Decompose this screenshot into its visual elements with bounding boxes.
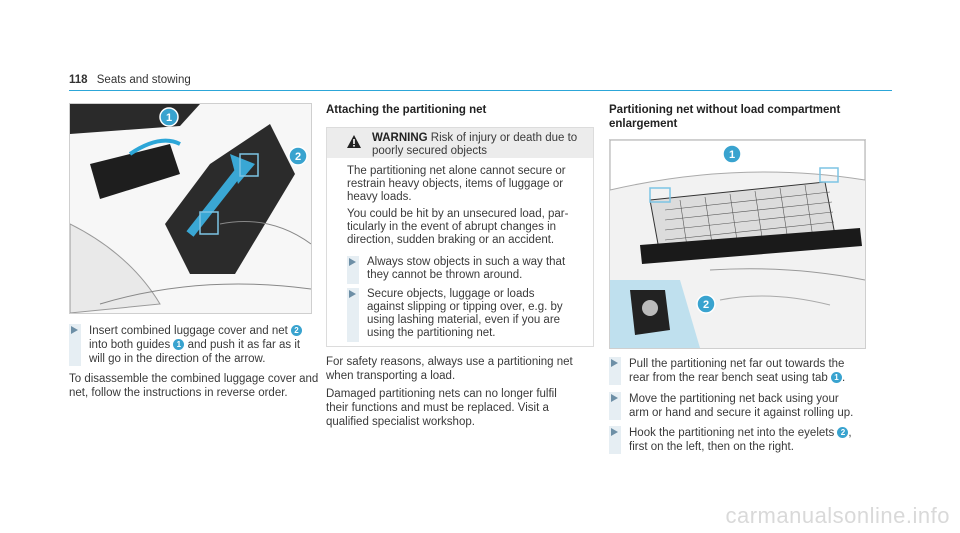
step-text: Always stow objects in such a way that <box>367 256 566 268</box>
step-text: . <box>842 372 846 384</box>
paragraph-line: net, follow the instructions in reverse … <box>69 387 288 399</box>
header-rule <box>69 90 892 91</box>
step-text: Secure objects, luggage or loads <box>367 288 535 300</box>
callout-1: 1 <box>729 149 735 161</box>
right-step-2: Move the partitioning net back using you… <box>609 392 889 420</box>
page-header: 118 Seats and stowing <box>69 74 191 86</box>
warning-body: The partitioning net alone cannot secure… <box>347 165 587 247</box>
step-arrow-icon <box>349 290 356 298</box>
badge-1: 1 <box>173 339 185 351</box>
warning-line: direction, sudden braking or an accident… <box>347 234 555 246</box>
step-text: using lashing material, even if you are <box>367 314 561 326</box>
step-bar <box>69 324 81 366</box>
paragraph-line: For safety reasons, always use a partiti… <box>326 356 573 368</box>
callout-1: 1 <box>166 112 172 124</box>
warning-box: WARNING Risk of injury or death due to p… <box>326 127 594 347</box>
warning-label: WARNING <box>372 132 428 144</box>
paragraph-line: qualified specialist workshop. <box>326 416 475 428</box>
luggage-cover-illustration: 1 2 <box>70 104 311 313</box>
step-text: rear from the rear bench seat using tab <box>629 372 828 384</box>
callout-2: 2 <box>703 299 709 311</box>
badge-1: 1 <box>831 372 843 384</box>
step-text: they cannot be thrown around. <box>367 269 523 281</box>
step-arrow-icon <box>71 326 78 334</box>
warning-line: ticularly in the event of abrupt changes… <box>347 221 557 233</box>
badge-2: 2 <box>837 427 849 439</box>
callout-2: 2 <box>295 151 301 163</box>
left-step: Insert combined luggage cover and net 2 … <box>69 324 329 366</box>
badge-2: 2 <box>291 325 303 337</box>
heading-line: Partitioning net without load compartmen… <box>609 104 841 116</box>
step-text: using the partitioning net. <box>367 327 496 339</box>
step-arrow-icon <box>611 394 618 402</box>
paragraph-line: their functions and must be replaced. Vi… <box>326 402 549 414</box>
right-step-3: Hook the partitioning net into the eyele… <box>609 426 889 454</box>
partitioning-net-illustration: 1 2 <box>610 140 865 348</box>
step-arrow-icon <box>349 258 356 266</box>
partitioning-net-figure: 1 2 <box>609 139 866 349</box>
step-text: , <box>848 427 852 439</box>
warning-line: The partitioning net alone cannot secure… <box>347 165 566 177</box>
step-arrow-icon <box>611 359 618 367</box>
step-text: into both guides <box>89 339 171 351</box>
step-text: Pull the partitioning net far out toward… <box>629 358 845 370</box>
step-text: Insert combined luggage cover and net <box>89 325 288 337</box>
page-number: 118 <box>69 74 88 86</box>
step-text: Move the partitioning net back using you… <box>629 393 839 405</box>
step-text: first on the left, then on the right. <box>629 441 794 453</box>
watermark: carmanualsonline.info <box>725 503 950 528</box>
step-text: arm or hand and secure it against rollin… <box>629 407 854 419</box>
warning-line: heavy loads. <box>347 191 412 203</box>
paragraph-line: To disassemble the combined luggage cove… <box>69 373 319 385</box>
step-text: Hook the partitioning net into the eyele… <box>629 427 835 439</box>
warning-title: Risk of injury or death due to <box>430 132 578 144</box>
paragraph-line: Damaged partitioning nets can no longer … <box>326 388 557 400</box>
section-title: Seats and stowing <box>96 74 191 86</box>
step-text: against slipping or tipping over, e.g. b… <box>367 301 563 313</box>
step-text: and push it as far as it <box>187 339 301 351</box>
warning-header: WARNING Risk of injury or death due to p… <box>327 128 593 158</box>
warning-icon <box>347 135 361 148</box>
step-arrow-icon <box>611 428 618 436</box>
paragraph-line: when transporting a load. <box>326 370 456 382</box>
step-bar <box>347 288 359 342</box>
warning-step-2: Secure objects, luggage or loads against… <box>347 288 587 342</box>
warning-step-1: Always stow objects in such a way that t… <box>347 256 587 284</box>
luggage-cover-figure: 1 2 <box>69 103 312 314</box>
heading-line: enlargement <box>609 118 678 130</box>
attaching-heading: Attaching the partitioning net <box>326 104 487 116</box>
disassemble-paragraph: To disassemble the combined luggage cove… <box>69 372 329 400</box>
right-step-1: Pull the partitioning net far out toward… <box>609 357 889 385</box>
partitioning-heading: Partitioning net without load compartmen… <box>609 103 879 131</box>
step-text: will go in the direction of the arrow. <box>89 353 266 365</box>
safety-paragraphs: For safety reasons, always use a partiti… <box>326 355 596 429</box>
warning-title: poorly secured objects <box>372 145 488 157</box>
warning-line: restrain heavy objects, items of luggage… <box>347 178 564 190</box>
warning-line: You could be hit by an unsecured load, p… <box>347 208 569 220</box>
